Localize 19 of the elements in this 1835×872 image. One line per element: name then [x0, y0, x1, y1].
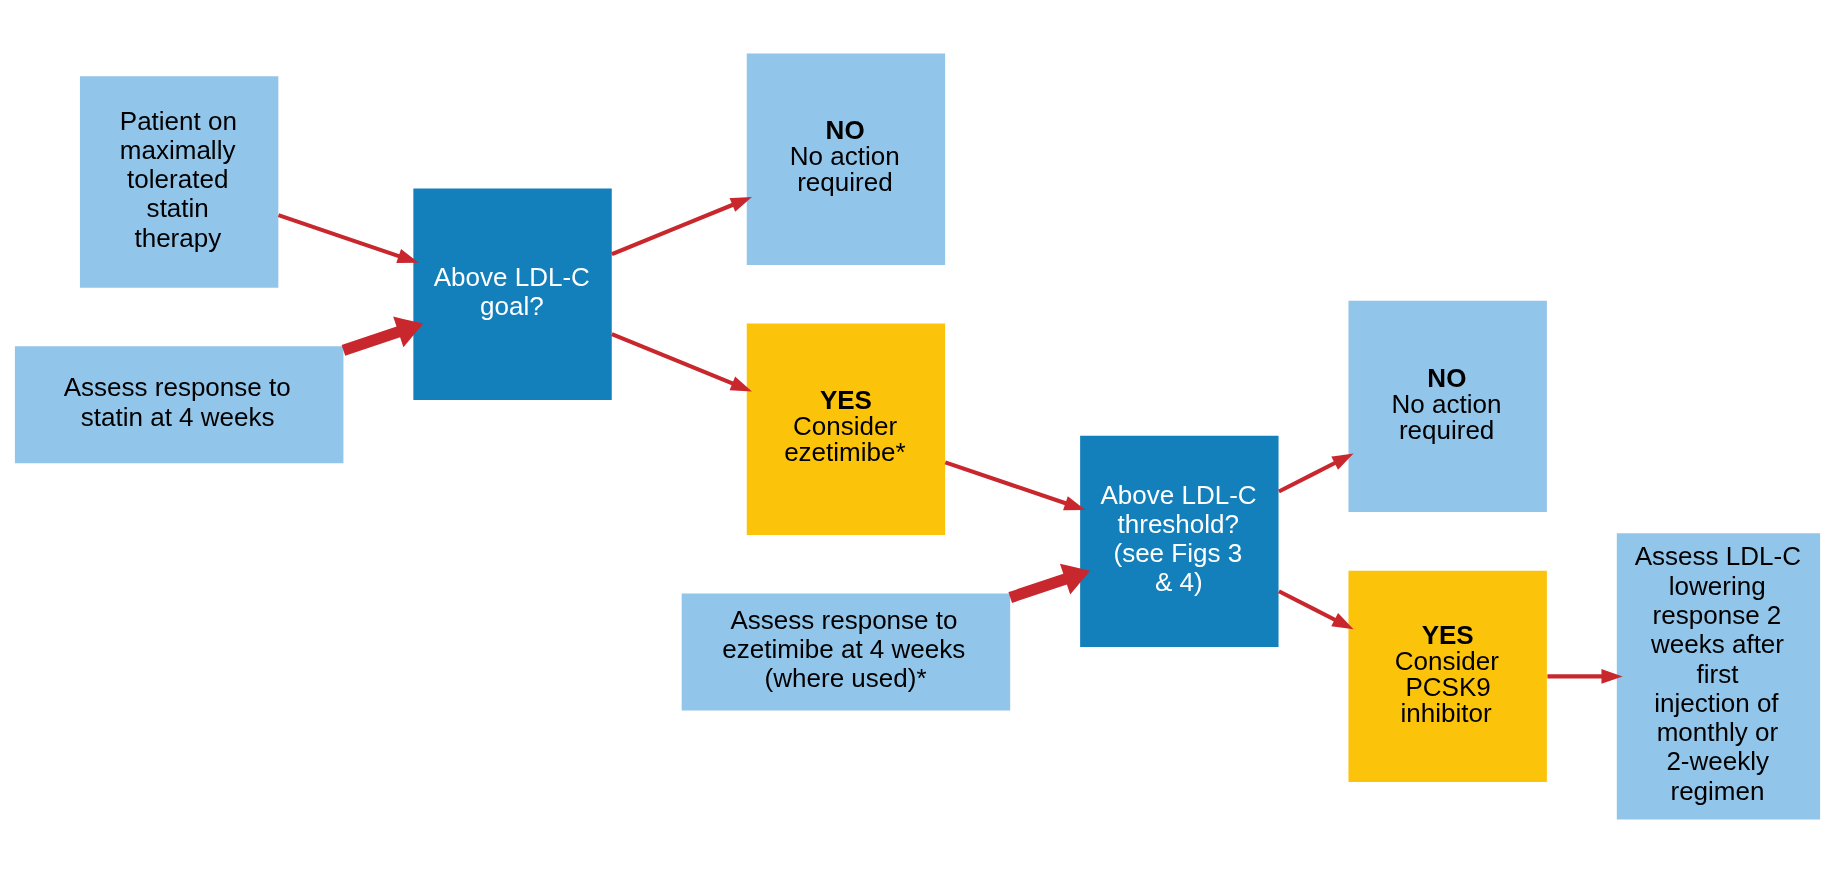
node-box: Assess LDL-C lowering response 2 weeks after first injection of monthly or 2-weekly regimen — [1616, 532, 1821, 819]
arrow — [1278, 453, 1354, 493]
node-box: Above LDL-C goal? — [413, 188, 612, 400]
node-box: Assess response to statin at 4 weeks — [14, 345, 344, 463]
arrow — [277, 212, 419, 263]
node-box: NO No action required — [1348, 300, 1547, 512]
node-box: YES Consider PCSK9 inhibitor — [1348, 570, 1547, 782]
node-box: Assess response to ezetimibe at 4 weeks (where used)* — [681, 592, 1011, 711]
arrow — [341, 316, 424, 356]
arrow — [1278, 588, 1354, 629]
node-box: NO No action required — [746, 53, 946, 265]
node-box: Above LDL-C threshold? (see Figs 3 & 4) — [1080, 435, 1279, 647]
arrow — [611, 331, 752, 391]
arrow — [944, 459, 1086, 510]
node-box: Patient on maximally tolerated statin therapy — [79, 75, 279, 288]
arrow — [1547, 668, 1623, 684]
arrow — [1008, 563, 1091, 603]
arrow — [611, 196, 752, 256]
node-box: YES Consider ezetimibe* — [746, 322, 946, 535]
